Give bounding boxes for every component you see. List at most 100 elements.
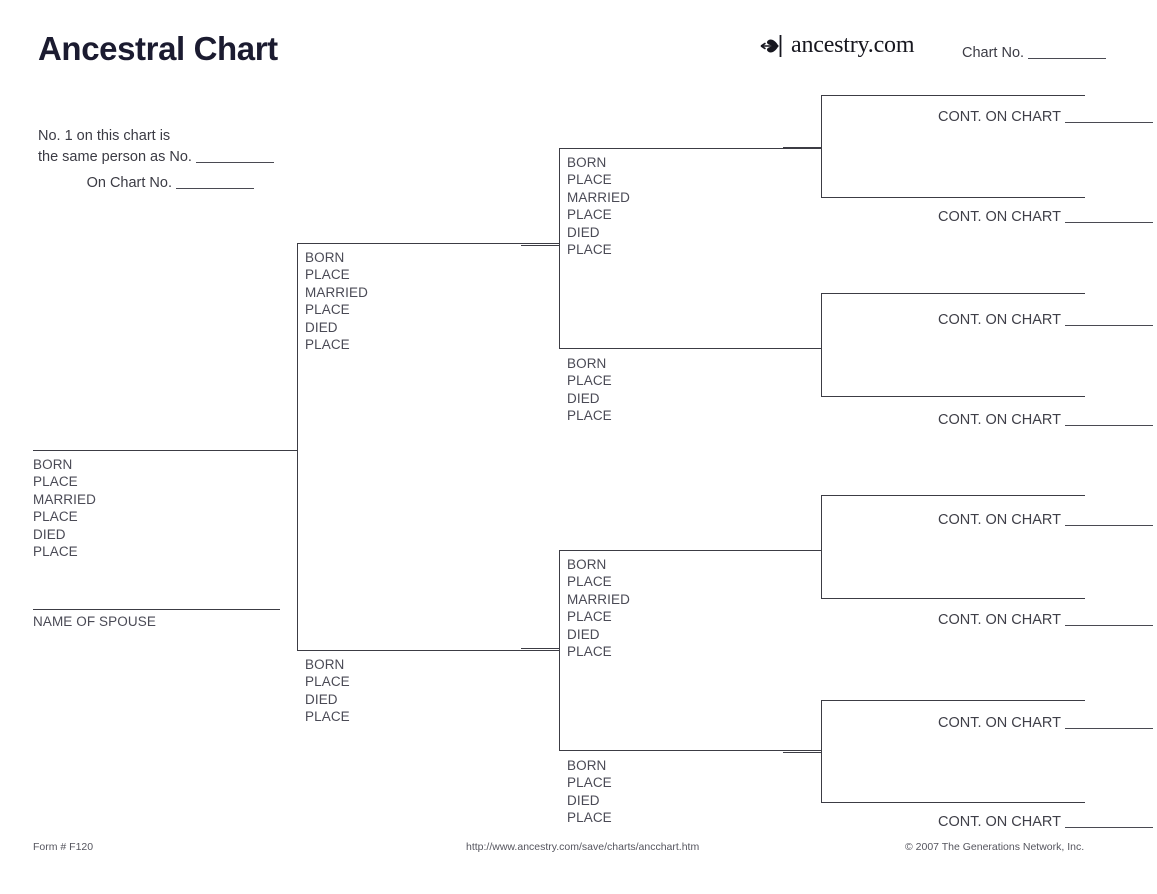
gen4-connector-c [783, 550, 821, 551]
person1-field-born: BORN [33, 457, 73, 472]
gen3-pgf-field-place1: PLACE [567, 172, 612, 188]
gen4-cont-1-label: CONT. ON CHART [938, 109, 1061, 125]
gen3-mgf-fields: BORN PLACE MARRIED PLACE DIED PLACE [567, 556, 630, 660]
gen3-mgf-field-place1: PLACE [567, 574, 612, 590]
gen3-pgm-field-died: DIED [567, 390, 600, 406]
gen4-cont-5-label: CONT. ON CHART [938, 512, 1061, 528]
gen4-cont-2[interactable]: CONT. ON CHART [938, 209, 1153, 225]
same-person-blank[interactable] [195, 161, 274, 163]
gen3-pgm-fields: BORN PLACE DIED PLACE [567, 355, 612, 425]
gen3-pgf-fields: BORN PLACE MARRIED PLACE DIED PLACE [567, 154, 630, 258]
gen3-pgf-field-place3: PLACE [567, 242, 612, 258]
gen4-bracket-d [821, 700, 822, 802]
gen4-cont-7-label: CONT. ON CHART [938, 715, 1061, 731]
gen4-cont-8-blank[interactable] [1065, 826, 1153, 828]
gen3-mgm-field-place1: PLACE [567, 775, 612, 791]
gen4-cont-8[interactable]: CONT. ON CHART [938, 814, 1153, 830]
gen3-mgf-name-line[interactable] [559, 550, 821, 551]
gen2-father-field-place1: PLACE [305, 267, 350, 283]
gen3-pgm-field-born: BORN [567, 356, 607, 371]
same-person-note: No. 1 on this chart is the same person a… [38, 126, 274, 168]
gen4-cont-2-blank[interactable] [1065, 221, 1153, 223]
gen4-cont-3-label: CONT. ON CHART [938, 312, 1061, 328]
gen4-name-line-6[interactable] [821, 598, 1085, 599]
footer-url[interactable]: http://www.ancestry.com/save/charts/ancc… [466, 841, 700, 853]
gen2-father-field-born: BORN [305, 250, 345, 265]
gen2-mother-name-line[interactable] [297, 650, 559, 651]
gen4-cont-7-blank[interactable] [1065, 727, 1153, 729]
gen4-cont-3-blank[interactable] [1065, 324, 1153, 326]
gen3-pgf-field-died: DIED [567, 224, 600, 240]
ancestry-brand: ancestry.com [758, 32, 915, 59]
gen4-cont-5[interactable]: CONT. ON CHART [938, 512, 1153, 528]
person1-field-place3: PLACE [33, 544, 78, 560]
brand-label: ancestry.com [791, 32, 915, 58]
gen4-cont-4-label: CONT. ON CHART [938, 412, 1061, 428]
gen4-cont-6-blank[interactable] [1065, 624, 1153, 626]
gen3-mgm-field-place2: PLACE [567, 810, 612, 826]
on-chart-no-field[interactable]: On Chart No. [38, 175, 254, 191]
gen4-name-line-5[interactable] [821, 495, 1085, 496]
gen4-cont-1[interactable]: CONT. ON CHART [938, 109, 1153, 125]
gen2-mother-fields: BORN PLACE DIED PLACE [305, 656, 350, 726]
gen2-father-name-line[interactable] [297, 243, 559, 244]
gen2-father-field-place3: PLACE [305, 337, 350, 353]
gen3-upper-connector [521, 245, 559, 246]
gen4-connector-a [783, 147, 821, 148]
person1-field-died: DIED [33, 526, 66, 542]
chart-no-field[interactable]: Chart No. [962, 45, 1107, 61]
gen3-mgf-field-born: BORN [567, 557, 607, 572]
gen4-name-line-7[interactable] [821, 700, 1085, 701]
gen4-bracket-a [821, 95, 822, 197]
gen4-cont-4-blank[interactable] [1065, 424, 1153, 426]
same-person-line1: No. 1 on this chart is [38, 128, 171, 144]
person1-spouse-line[interactable] [33, 609, 280, 610]
gen4-name-line-2[interactable] [821, 197, 1085, 198]
gen2-mother-field-died: DIED [305, 691, 338, 707]
on-chart-no-blank[interactable] [176, 187, 254, 189]
footer-form-number: Form # F120 [33, 841, 94, 853]
gen4-name-line-1[interactable] [821, 95, 1085, 96]
same-person-line2: the same person as No. [38, 149, 192, 165]
gen3-mgf-field-place3: PLACE [567, 644, 612, 660]
ancestry-leaf-icon [758, 33, 788, 59]
gen3-pgf-name-line[interactable] [559, 148, 821, 149]
gen4-cont-1-blank[interactable] [1065, 121, 1153, 123]
gen4-name-line-3[interactable] [821, 293, 1085, 294]
gen4-connector-d [783, 752, 821, 753]
gen3-pgf-field-born: BORN [567, 155, 607, 170]
gen3-mgf-field-died: DIED [567, 626, 600, 642]
gen3-pgm-field-place1: PLACE [567, 373, 612, 389]
gen3-mgf-field-place2: PLACE [567, 609, 612, 625]
gen3-pgm-field-place2: PLACE [567, 408, 612, 424]
gen2-mother-field-place2: PLACE [305, 709, 350, 725]
gen3-mgm-field-born: BORN [567, 758, 607, 773]
gen2-father-field-place2: PLACE [305, 302, 350, 318]
gen3-pgm-name-line[interactable] [559, 348, 821, 349]
same-person-line2-wrap[interactable]: the same person as No. [38, 147, 274, 168]
gen4-cont-7[interactable]: CONT. ON CHART [938, 715, 1153, 731]
gen3-mgm-fields: BORN PLACE DIED PLACE [567, 757, 612, 827]
on-chart-no-label: On Chart No. [86, 175, 172, 191]
gen4-cont-5-blank[interactable] [1065, 524, 1153, 526]
gen3-lower-bracket [559, 550, 560, 750]
gen3-pgf-field-place2: PLACE [567, 207, 612, 223]
person1-field-place2: PLACE [33, 509, 78, 525]
gen4-cont-6[interactable]: CONT. ON CHART [938, 612, 1153, 628]
footer-copyright: © 2007 The Generations Network, Inc. [905, 841, 1085, 853]
gen3-pgf-field-married: MARRIED [567, 189, 630, 205]
gen4-cont-3[interactable]: CONT. ON CHART [938, 312, 1153, 328]
chart-no-label: Chart No. [962, 45, 1025, 61]
gen4-name-line-4[interactable] [821, 396, 1085, 397]
gen2-father-field-died: DIED [305, 319, 338, 335]
person1-field-place1: PLACE [33, 474, 78, 490]
gen4-bracket-c [821, 495, 822, 598]
gen3-mgm-field-died: DIED [567, 792, 600, 808]
gen3-mgm-name-line[interactable] [559, 750, 821, 751]
gen3-mgf-field-married: MARRIED [567, 591, 630, 607]
person1-name-line[interactable] [33, 450, 297, 451]
chart-no-blank[interactable] [1028, 57, 1107, 59]
gen4-name-line-8[interactable] [821, 802, 1085, 803]
gen4-cont-4[interactable]: CONT. ON CHART [938, 412, 1153, 428]
gen3-upper-bracket [559, 148, 560, 348]
